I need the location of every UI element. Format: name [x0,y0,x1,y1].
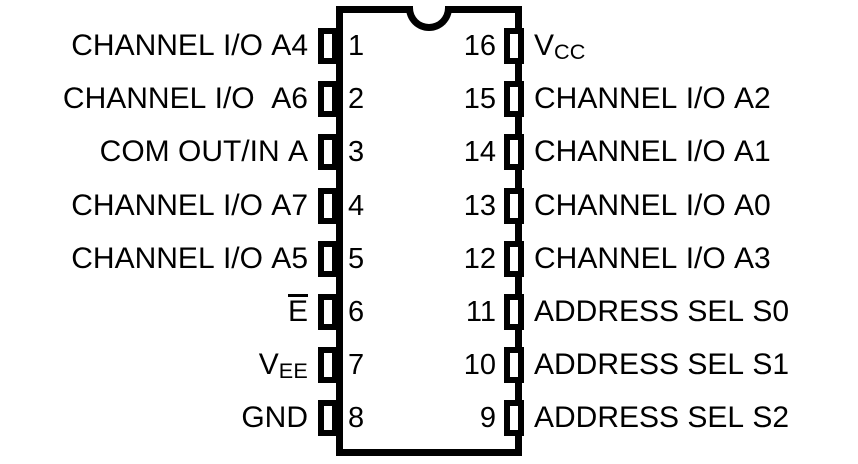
pin-stub-15 [504,81,524,118]
pin-label-16: VCC [534,29,586,64]
pin-number-13: 13 [463,189,496,222]
pin-label-5: CHANNEL I/O A5 [71,241,308,275]
pin-stub-1 [318,28,338,64]
pin-label-1: CHANNEL I/O A4 [71,29,308,62]
pin-number-5: 5 [348,242,365,275]
pin-label-2: CHANNEL I/O A6 [62,82,308,116]
pin-stub-14 [504,134,524,171]
pin-label-10: ADDRESS SEL S1 [534,348,790,382]
pin-number-16: 16 [463,30,496,62]
pin-stub-8 [318,400,338,437]
pin-label-3: COM OUT/IN A [99,135,308,169]
pin-label-9: ADDRESS SEL S2 [534,401,790,435]
pin-number-11: 11 [465,296,496,328]
pin-stub-11 [504,294,524,330]
pin-label-6: E [287,294,308,328]
pin-stub-13 [504,187,524,224]
pin-stub-7 [318,347,338,384]
pin-label-12: CHANNEL I/O A3 [534,241,771,275]
pin-label-14: CHANNEL I/O A1 [534,135,771,169]
pin-number-9: 9 [479,402,496,435]
pin-label-8: GND [241,401,308,435]
pin-stub-4 [318,187,338,224]
pin-stub-2 [318,81,338,118]
pin-label-11: ADDRESS SEL S0 [534,295,790,328]
chip-body-outline [336,6,522,456]
pin-label-4: CHANNEL I/O A7 [71,188,308,222]
pin-number-15: 15 [463,83,496,116]
pin-stub-5 [318,240,338,277]
pin-number-14: 14 [463,136,496,169]
pin-number-8: 8 [348,402,365,435]
pin-stub-3 [318,134,338,171]
pin-stub-12 [504,240,524,277]
pin-label-7: VEE [258,348,308,384]
pin-number-10: 10 [463,349,496,382]
pin-number-4: 4 [348,189,365,222]
pin-number-2: 2 [348,83,365,116]
pin-stub-10 [504,347,524,384]
pin-number-12: 12 [463,242,496,275]
pin-label-15: CHANNEL I/O A2 [534,82,771,116]
pin-number-3: 3 [348,136,365,169]
pin-label-13: CHANNEL I/O A0 [534,188,771,222]
pin-number-6: 6 [348,296,365,328]
pin-number-1: 1 [348,30,365,62]
pin-stub-16 [504,28,524,64]
pin-stub-6 [318,294,338,330]
pin-number-7: 7 [348,349,365,382]
pin-stub-9 [504,400,524,437]
